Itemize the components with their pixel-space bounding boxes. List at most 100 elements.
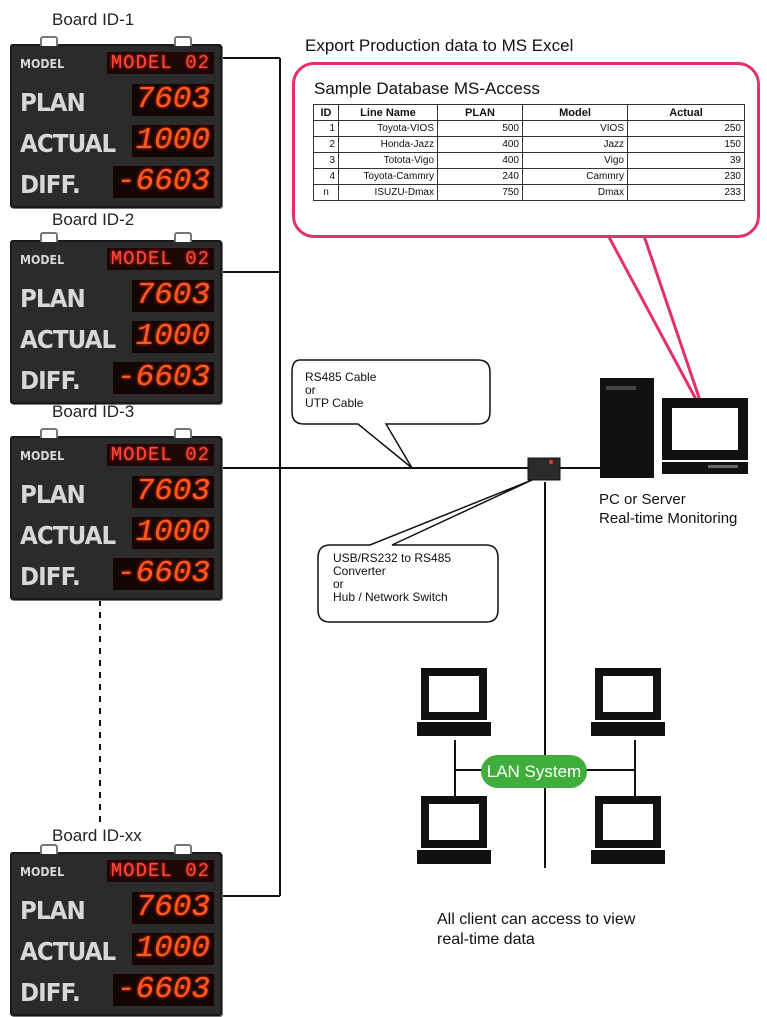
table-cell: 3 — [313, 152, 339, 169]
diff-value: -6603 — [112, 362, 214, 394]
cable-bubble — [291, 359, 491, 469]
diff-label: DIFF. — [20, 562, 81, 591]
table-cell: Vigo — [522, 152, 628, 169]
board-id-1-label: Board ID-1 — [52, 10, 135, 29]
pc-line-2: Real-time Monitoring — [599, 510, 738, 527]
column-header: PLAN — [437, 104, 523, 121]
pc-server-icon — [600, 378, 748, 478]
model-value: MODEL 02 — [106, 248, 214, 270]
client-laptop-2 — [591, 668, 665, 736]
table-cell: Cammry — [522, 168, 628, 185]
model-value: MODEL 02 — [106, 52, 214, 74]
diff-value: -6603 — [112, 974, 214, 1006]
column-header: Line Name — [338, 104, 438, 121]
table-row: 2 Honda-Jazz 400 Jazz 150 — [313, 136, 745, 153]
table-cell: Jazz — [522, 136, 628, 153]
model-label: MODEL — [20, 449, 65, 463]
converter-line-2: Converter — [333, 564, 386, 578]
table-cell: Dmax — [522, 184, 628, 201]
plan-label: PLAN — [20, 284, 86, 313]
plan-label: PLAN — [20, 896, 86, 925]
table-header-row: ID Line Name PLAN Model Actual — [313, 104, 745, 121]
table-cell: Toyota-Cammry — [338, 168, 438, 185]
diff-label: DIFF. — [20, 366, 81, 395]
lan-system-badge: LAN System — [481, 755, 587, 788]
table-cell: 750 — [437, 184, 523, 201]
export-title: Export Production data to MS Excel — [305, 36, 574, 55]
converter-box — [527, 457, 561, 481]
table-row: 4 Toyota-Cammry 240 Cammry 230 — [313, 168, 745, 185]
database-table: ID Line Name PLAN Model Actual 1 Toyota-… — [313, 104, 745, 201]
model-label: MODEL — [20, 865, 65, 879]
plan-label: PLAN — [20, 480, 86, 509]
client-note-line-1: All client can access to view — [437, 911, 636, 928]
board-id-xx-label: Board ID-xx — [52, 826, 142, 845]
diff-value: -6603 — [112, 166, 214, 198]
client-access-note: All client can access to view real-time … — [437, 910, 635, 950]
cable-line-1: RS485 Cable — [305, 370, 377, 384]
diff-value: -6603 — [112, 558, 214, 590]
column-header: Actual — [627, 104, 745, 121]
table-row: n ISUZU-Dmax 750 Dmax 233 — [313, 184, 745, 201]
database-title: Sample Database MS-Access — [314, 79, 540, 98]
table-cell: 250 — [627, 120, 745, 137]
pc-server-label: PC or Server Real-time Monitoring — [599, 490, 737, 528]
table-cell: ISUZU-Dmax — [338, 184, 438, 201]
column-header: Model — [522, 104, 628, 121]
table-cell: Toyota-VIOS — [338, 120, 438, 137]
diff-label: DIFF. — [20, 978, 81, 1007]
actual-label: ACTUAL — [20, 129, 116, 158]
plan-label: PLAN — [20, 88, 86, 117]
table-cell: 150 — [627, 136, 745, 153]
client-note-line-2: real-time data — [437, 931, 535, 948]
table-cell: 2 — [313, 136, 339, 153]
cable-line-3: UTP Cable — [305, 396, 364, 410]
plan-value: 7603 — [131, 84, 214, 116]
board-id-2-label: Board ID-2 — [52, 210, 135, 229]
model-label: MODEL — [20, 57, 65, 71]
column-header: ID — [313, 104, 339, 121]
table-cell: 500 — [437, 120, 523, 137]
table-cell: 4 — [313, 168, 339, 185]
table-cell: 240 — [437, 168, 523, 185]
converter-line-1: USB/RS232 to RS485 — [333, 551, 452, 565]
table-cell: 39 — [627, 152, 745, 169]
board-id-3-label: Board ID-3 — [52, 402, 135, 421]
led-board-3: MODEL MODEL 02 PLAN 7603 ACTUAL 1000 DIFF. -… — [10, 428, 222, 600]
actual-value: 1000 — [131, 933, 214, 965]
actual-value: 1000 — [131, 517, 214, 549]
actual-label: ACTUAL — [20, 521, 116, 550]
plan-value: 7603 — [131, 280, 214, 312]
converter-line-4: Hub / Network Switch — [333, 590, 448, 604]
client-laptop-4 — [591, 796, 665, 864]
table-cell: 233 — [627, 184, 745, 201]
actual-value: 1000 — [131, 125, 214, 157]
table-row: 3 Totota-Vigo 400 Vigo 39 — [313, 152, 745, 169]
table-cell: 400 — [437, 152, 523, 169]
pc-line-1: PC or Server — [599, 491, 686, 508]
table-row: 1 Toyota-VIOS 500 VIOS 250 — [313, 120, 745, 137]
model-value: MODEL 02 — [106, 860, 214, 882]
table-cell: 1 — [313, 120, 339, 137]
table-cell: 400 — [437, 136, 523, 153]
cable-line-2: or — [305, 383, 316, 397]
led-board-1: MODEL MODEL 02 PLAN 7603 ACTUAL 1000 DIFF. -… — [10, 36, 222, 208]
model-label: MODEL — [20, 253, 65, 267]
plan-value: 7603 — [131, 476, 214, 508]
converter-bubble — [317, 479, 533, 623]
converter-bubble-text: USB/RS232 to RS485 Converter or Hub / Ne… — [333, 552, 451, 604]
model-value: MODEL 02 — [106, 444, 214, 466]
diff-label: DIFF. — [20, 170, 81, 199]
client-laptop-1 — [417, 668, 491, 736]
plan-value: 7603 — [131, 892, 214, 924]
client-laptops — [417, 668, 665, 864]
table-cell: Totota-Vigo — [338, 152, 438, 169]
actual-label: ACTUAL — [20, 325, 116, 354]
table-cell: Honda-Jazz — [338, 136, 438, 153]
converter-line-3: or — [333, 577, 344, 591]
client-laptop-3 — [417, 796, 491, 864]
cable-bubble-text: RS485 Cable or UTP Cable — [305, 371, 376, 410]
